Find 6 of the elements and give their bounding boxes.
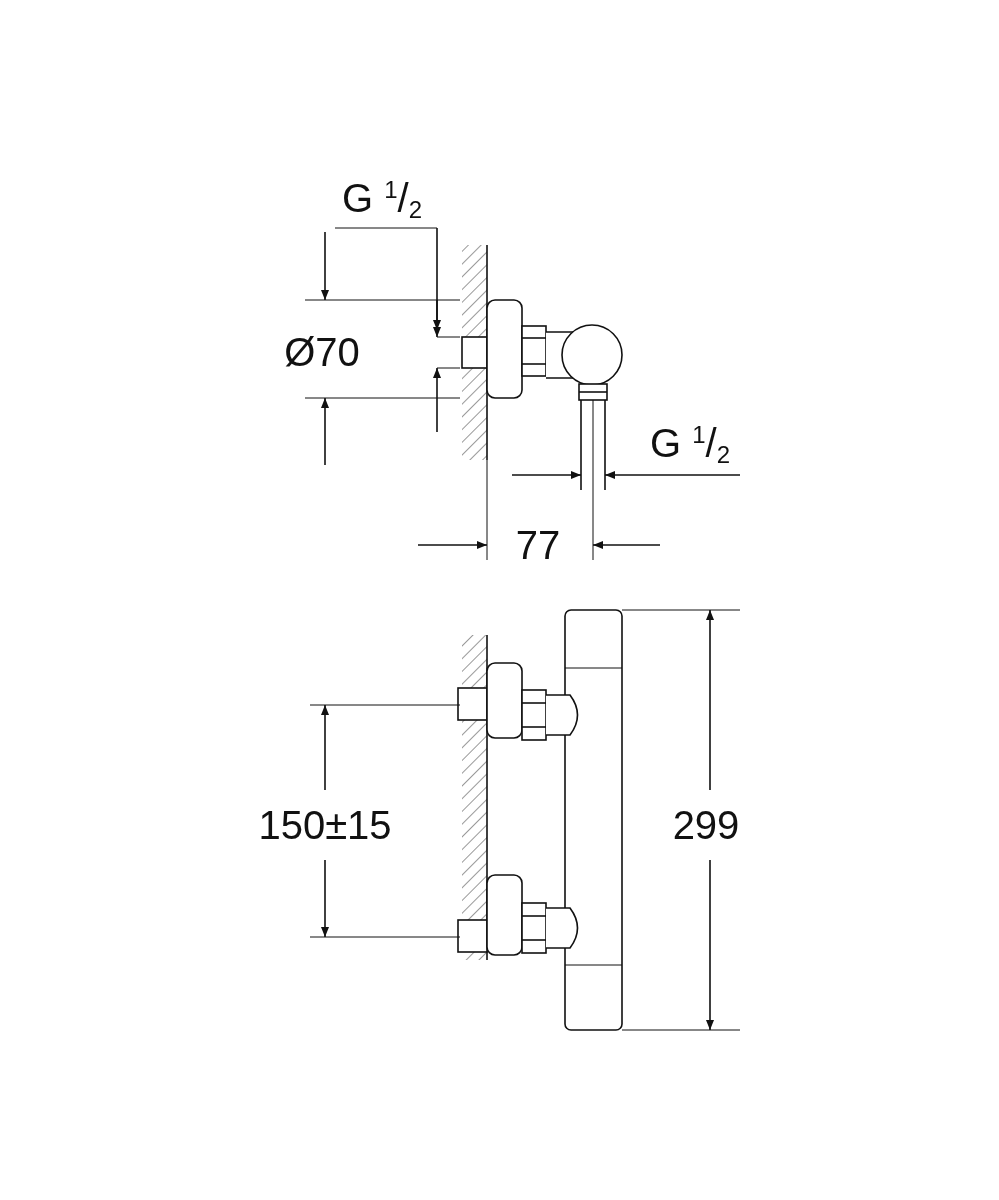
depth-dimension: 77 [515, 525, 561, 565]
thread-size-label: G $^{1}$/$_{2}$ [649, 423, 731, 467]
height-dimension: 299 [672, 805, 740, 845]
diameter-dimension: Ø70 [284, 332, 360, 372]
thread-size-label: G $^{1}$/$_{2}$ [341, 178, 423, 222]
spacing-dimension: 150±15 [258, 805, 392, 845]
